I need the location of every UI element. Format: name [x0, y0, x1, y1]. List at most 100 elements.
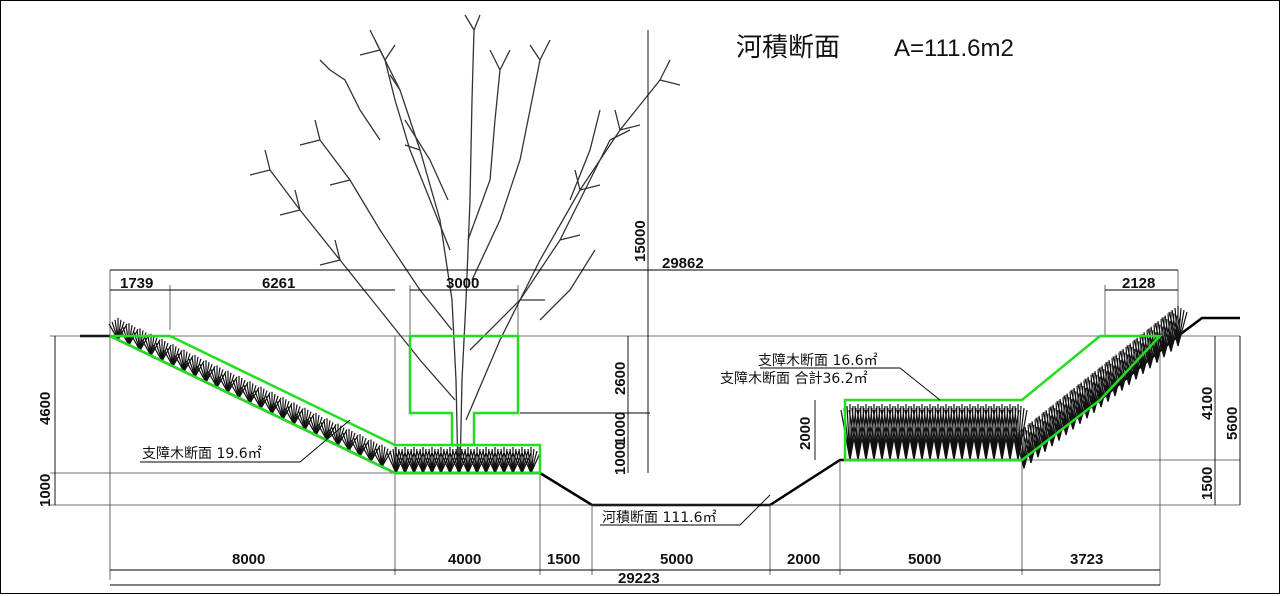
dim-top-1739: 1739: [120, 275, 153, 292]
label-total-trees: 支障木断面 合計36.2㎡: [720, 371, 868, 387]
shrub-icon: [872, 404, 892, 461]
shrub-icon: [1021, 422, 1041, 463]
shrub-icon: [350, 434, 370, 457]
shrub-icon: [449, 447, 469, 474]
dim-2600: 2600: [612, 362, 629, 395]
shrub-icon: [1000, 404, 1020, 461]
obstruction-areas: [109, 334, 1163, 475]
shrub-icon: [240, 381, 260, 404]
shrub-icon: [1112, 350, 1132, 391]
shrub-icon: [207, 365, 227, 388]
shrub-icon: [1063, 389, 1083, 430]
shrub-icon: [108, 317, 128, 341]
dim-top-2128: 2128: [1122, 275, 1155, 292]
shrub-icon: [1105, 356, 1125, 397]
dim-1000-b: 1000: [612, 442, 629, 475]
shrub-icon: [896, 404, 916, 461]
shrub-icon: [440, 447, 460, 474]
shrub-icon: [984, 404, 1004, 461]
shrub-icon: [295, 407, 315, 431]
dim-bottom-5000-a: 5000: [660, 551, 693, 568]
shrub-icon: [431, 447, 451, 474]
shrub-icon: [229, 376, 249, 399]
shrub-icon: [361, 439, 381, 462]
shrub-icon: [521, 447, 541, 474]
dim-top-3000: 3000: [446, 275, 479, 292]
dim-bottom-3723: 3723: [1070, 551, 1103, 568]
shrub-icon: [848, 404, 868, 461]
shrub-icon: [944, 404, 964, 461]
shrub-icon: [273, 397, 293, 420]
dim-right-4100: 4100: [1199, 387, 1216, 420]
shrub-icon: [339, 428, 359, 452]
shrub-icon: [904, 404, 924, 461]
shrub-icon: [386, 447, 406, 474]
extension-lines: [109, 270, 1179, 585]
shrub-icon: [1070, 383, 1090, 425]
shrub-icon: [372, 444, 392, 468]
shrub-icon: [1049, 400, 1069, 441]
shrub-icon: [1056, 395, 1076, 436]
dim-bottom-1500: 1500: [547, 551, 580, 568]
bottom-dimension-lines: [110, 569, 1160, 586]
shrub-icon: [1091, 367, 1111, 408]
shrub-icon: [1014, 428, 1034, 469]
right-obstruction-area: [843, 334, 1163, 462]
shrub-icon: [174, 349, 194, 372]
dim-tree-height: 15000: [632, 220, 649, 262]
dim-bottom-total: 29223: [618, 570, 660, 587]
dim-right-2000: 2000: [797, 417, 814, 450]
dim-1000-a: 1000: [612, 412, 629, 445]
shrub-icon: [1161, 311, 1181, 352]
shrub-icon: [262, 391, 282, 415]
shrub-icon: [141, 333, 161, 357]
shrub-icon: [928, 404, 948, 461]
shrub-icon: [992, 404, 1012, 461]
shrub-icon: [306, 413, 326, 436]
shrub-icon: [920, 404, 940, 461]
dim-right-1500: 1500: [1199, 467, 1216, 500]
label-left-trees: 支障木断面 19.6㎡: [142, 446, 262, 462]
dim-bottom-5000-b: 5000: [908, 551, 941, 568]
dim-right-5600: 5600: [1224, 407, 1241, 440]
shrub-icon: [395, 447, 415, 474]
dim-top-total: 29862: [662, 255, 704, 272]
shrub-icon: [1154, 317, 1174, 358]
shrub-icon: [317, 418, 337, 441]
shrub-icon: [1098, 361, 1118, 402]
shrub-icon: [1035, 411, 1055, 452]
right-shrubs: [840, 306, 1188, 469]
dim-bottom-4000: 4000: [448, 551, 481, 568]
shrub-icon: [404, 447, 424, 474]
title-area: A=111.6m2: [894, 35, 1014, 62]
shrub-icon: [218, 370, 238, 394]
title-label: 河積断面: [736, 33, 840, 63]
shrub-icon: [880, 404, 900, 461]
shrub-icon: [968, 404, 988, 461]
shrub-icon: [196, 360, 216, 383]
shrub-icon: [503, 447, 523, 474]
label-right-trees: 支障木断面 16.6㎡: [758, 353, 878, 369]
dim-top-6261: 6261: [262, 275, 295, 292]
shrub-icon: [413, 447, 433, 474]
shrub-icon: [960, 404, 980, 461]
shrub-icon: [476, 447, 496, 474]
shrub-icon: [864, 404, 884, 461]
shrub-icon: [185, 354, 205, 378]
dim-bottom-2000: 2000: [787, 551, 820, 568]
shrub-icon: [936, 404, 956, 461]
dim-left-1000: 1000: [37, 474, 54, 507]
shrub-icon: [512, 447, 532, 474]
shrub-icon: [284, 402, 304, 425]
left-obstruction-area: [109, 334, 542, 475]
label-channel-area: 河積断面 111.6㎡: [602, 510, 717, 526]
shrub-icon: [1077, 378, 1097, 419]
shrub-icon: [1008, 404, 1028, 461]
shrub-icon: [422, 447, 442, 474]
tree-drawing: [249, 14, 681, 474]
top-dimension-lines: [110, 269, 1178, 291]
dim-left-4600: 4600: [37, 392, 54, 425]
shrub-icon: [1168, 306, 1188, 347]
